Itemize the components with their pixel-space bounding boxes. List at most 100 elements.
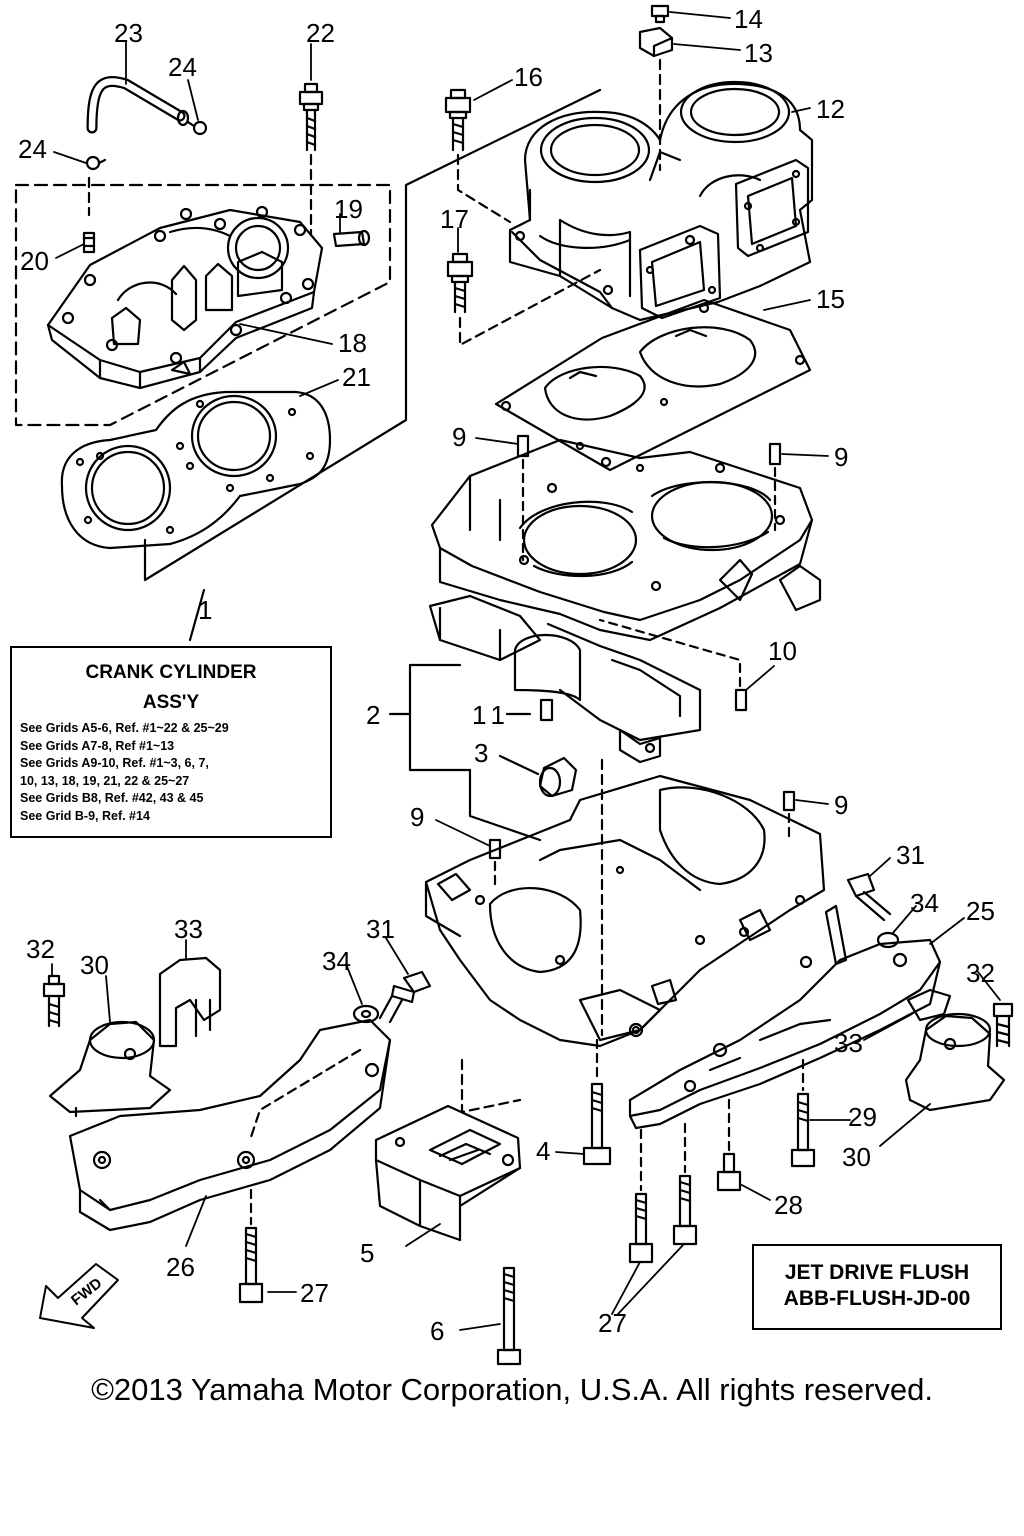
dowel-9-d (782, 790, 796, 812)
group-bracket-1 (143, 88, 602, 582)
bolt-32-left (42, 974, 66, 1028)
callout-9-upper-left: 9 (452, 422, 467, 452)
mount-plate-26 (68, 1018, 392, 1232)
callout-31-right: 31 (896, 840, 925, 870)
callout-28: 28 (774, 1190, 803, 1220)
callout-34-right: 34 (910, 888, 939, 918)
block-5 (374, 1104, 522, 1242)
dowel-11 (539, 698, 554, 722)
callout-32-left: 32 (26, 934, 55, 964)
callout-6: 6 (430, 1316, 445, 1346)
callout-10: 10 (768, 636, 797, 666)
callout-26: 26 (166, 1252, 195, 1282)
callout-27-left: 27 (300, 1278, 329, 1308)
washer-34-left (352, 1004, 380, 1024)
info-box-line: 10, 13, 18, 19, 21, 22 & 25~27 (20, 773, 190, 788)
callout-23: 23 (114, 18, 143, 48)
callout-19: 19 (334, 194, 363, 224)
info-box-line: See Grids A5-6, Ref. #1~22 & 25~29 (20, 721, 229, 735)
callout-32-right: 32 (966, 958, 995, 988)
flush-box-title: JET DRIVE FLUSH (784, 1261, 970, 1284)
subassembly-frame (14, 183, 392, 427)
bolt-14 (650, 4, 670, 24)
centerline-17 (458, 268, 602, 347)
flush-box-code: ABB-FLUSH-JD-00 (783, 1287, 971, 1310)
clip-24-lower (85, 155, 107, 171)
upper-crankcase (428, 438, 822, 764)
callout-9-lower-right: 9 (834, 790, 849, 820)
centerline-5 (460, 1058, 522, 1114)
callout-14: 14 (734, 4, 763, 34)
bolt-31-right (846, 872, 892, 922)
bolt-6 (496, 1266, 522, 1366)
bracket-13 (638, 26, 674, 58)
fwd-arrow (39, 1263, 119, 1329)
head-gasket-21 (60, 390, 332, 550)
callout-1: 1 (198, 595, 213, 625)
dowel-9-b (768, 442, 782, 466)
centerlines-lower-bolts (249, 1038, 805, 1226)
bolt-32-right (992, 1002, 1014, 1048)
bracket-2 (388, 663, 472, 772)
callout-2: 2 (366, 700, 381, 730)
dowel-10 (734, 688, 748, 712)
info-box-title: CRANK CYLINDER (85, 662, 257, 683)
callout-18: 18 (338, 328, 367, 358)
bolt-16 (444, 88, 472, 152)
callout-9-lower-left: 9 (410, 802, 425, 832)
info-box-line: See Grids B8, Ref. #42, 43 & 45 (20, 791, 204, 806)
bolt-27-a (628, 1192, 654, 1264)
bracket-33-right (906, 988, 952, 1022)
head-cover-18 (46, 205, 324, 390)
leader-1 (188, 588, 206, 642)
centerline-31-left (248, 1048, 362, 1142)
callout-9-upper-right: 9 (834, 442, 849, 472)
callout-11: 11 (472, 700, 511, 730)
fitting-19 (332, 229, 371, 248)
rubber-mount-30-left (48, 1020, 172, 1118)
bearing-3 (538, 756, 578, 798)
callout-30-right: 30 (842, 1142, 871, 1172)
callout-5: 5 (360, 1238, 375, 1268)
bracket-33-left (158, 956, 222, 1048)
fwd-label: FWD (68, 1275, 106, 1310)
bolt-17 (446, 252, 474, 314)
rubber-mount-30-right (904, 1012, 1006, 1112)
bolt-29 (790, 1092, 816, 1168)
info-box-references: See Grids A5-6, Ref. #1~22 & 25~29 See G… (20, 720, 229, 826)
callout-31-left: 31 (366, 914, 395, 944)
callout-13: 13 (744, 38, 773, 68)
callout-33-left: 33 (174, 914, 203, 944)
clip-24-upper (186, 120, 208, 136)
copyright-notice: ©2013 Yamaha Motor Corporation, U.S.A. A… (91, 1372, 933, 1407)
info-box-line: See Grids A9-10, Ref. #1~3, 6, 7, (20, 756, 209, 771)
centerline-10 (598, 618, 742, 688)
leader-3 (498, 754, 540, 776)
centerline-16 (456, 153, 512, 224)
bolt-27-b (672, 1174, 698, 1246)
callout-12: 12 (816, 94, 845, 124)
lower-crankcase (424, 774, 826, 1048)
jet-drive-flush-box: JET DRIVE FLUSH ABB-FLUSH-JD-00 (752, 1244, 1002, 1330)
base-gasket-15 (494, 298, 812, 472)
callout-16: 16 (514, 62, 543, 92)
callout-27-right: 27 (598, 1308, 627, 1338)
bolt-27-left (238, 1226, 264, 1304)
callout-4: 4 (536, 1136, 551, 1166)
callout-30-left: 30 (80, 950, 109, 980)
bolt-28 (716, 1152, 742, 1192)
bolt-22 (298, 82, 324, 152)
callout-15: 15 (816, 284, 845, 314)
callout-20: 20 (20, 246, 49, 276)
callout-3: 3 (474, 738, 489, 768)
info-box-line: See Grid B-9, Ref. #14 (20, 808, 150, 823)
callout-24-lower: 24 (18, 134, 47, 164)
callout-29: 29 (848, 1102, 877, 1132)
info-box-line: See Grids A7-8, Ref #1~13 (20, 738, 175, 753)
crank-cylinder-info-box: CRANK CYLINDER ASS'Y See Grids A5-6, Ref… (10, 646, 332, 838)
bracket-2-lower (468, 768, 542, 842)
dowel-20 (82, 231, 96, 254)
callout-24-upper: 24 (168, 52, 197, 82)
washer-34-right (876, 931, 900, 949)
